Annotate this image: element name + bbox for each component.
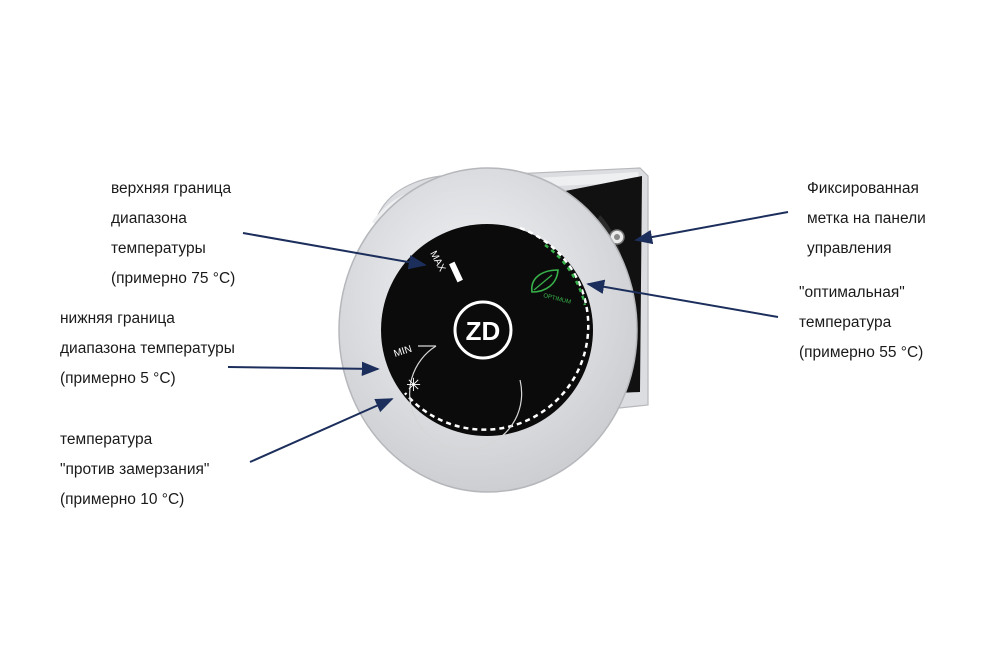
max-pointer-mark xyxy=(449,261,463,283)
optimum-zone-dashes xyxy=(544,243,587,306)
callout-max-temperature: верхняя граница диапазона температуры (п… xyxy=(111,174,235,294)
svg-text:ZD: ZD xyxy=(466,316,501,346)
arrow-max xyxy=(242,232,427,270)
brand-logo: ZD xyxy=(453,300,513,360)
arrow-frost xyxy=(249,398,394,463)
callout-line: нижняя граница xyxy=(60,310,175,327)
inner-scale-arc xyxy=(409,345,523,451)
callout-line: (примерно 5 °С) xyxy=(60,370,176,387)
knob-face xyxy=(381,224,593,436)
min-label: MIN xyxy=(393,344,414,360)
leaf-icon xyxy=(531,269,559,293)
snowflake-icon: ✳ xyxy=(406,375,421,396)
callout-line: (примерно 10 °С) xyxy=(60,491,185,508)
thermostat-knob[interactable]: MAX MIN OPTIMUM ✳ ZD xyxy=(338,167,638,493)
callout-line: метка на панели xyxy=(807,210,926,227)
callout-line: Фиксированная xyxy=(807,180,919,197)
callout-arrows xyxy=(227,211,789,463)
callout-line: температуры xyxy=(111,240,206,257)
arrow-optimum xyxy=(586,279,779,318)
callout-line: диапазона температуры xyxy=(60,340,235,357)
callout-line: "оптимальная" xyxy=(799,284,905,301)
callout-line: "против замерзания" xyxy=(60,461,210,478)
arrow-min xyxy=(227,361,380,376)
callout-min-temperature: нижняя граница диапазона температуры (пр… xyxy=(60,304,235,394)
temperature-scale-dashes xyxy=(404,226,590,431)
callout-line: верхняя граница xyxy=(111,180,232,197)
callout-line: (примерно 75 °С) xyxy=(111,270,236,287)
callout-line: (примерно 55 °С) xyxy=(799,344,924,361)
callout-frost-protection: температура "против замерзания" (примерн… xyxy=(60,425,209,515)
callout-line: управления xyxy=(807,240,892,257)
callout-line: температура xyxy=(60,431,153,448)
callout-line: диапазона xyxy=(111,210,187,227)
callout-fixed-mark: Фиксированная метка на панели управления xyxy=(807,174,926,264)
callout-optimum-temperature: "оптимальная" температура (примерно 55 °… xyxy=(799,278,923,368)
callout-line: температура xyxy=(799,314,892,331)
arrow-mark xyxy=(634,211,789,245)
